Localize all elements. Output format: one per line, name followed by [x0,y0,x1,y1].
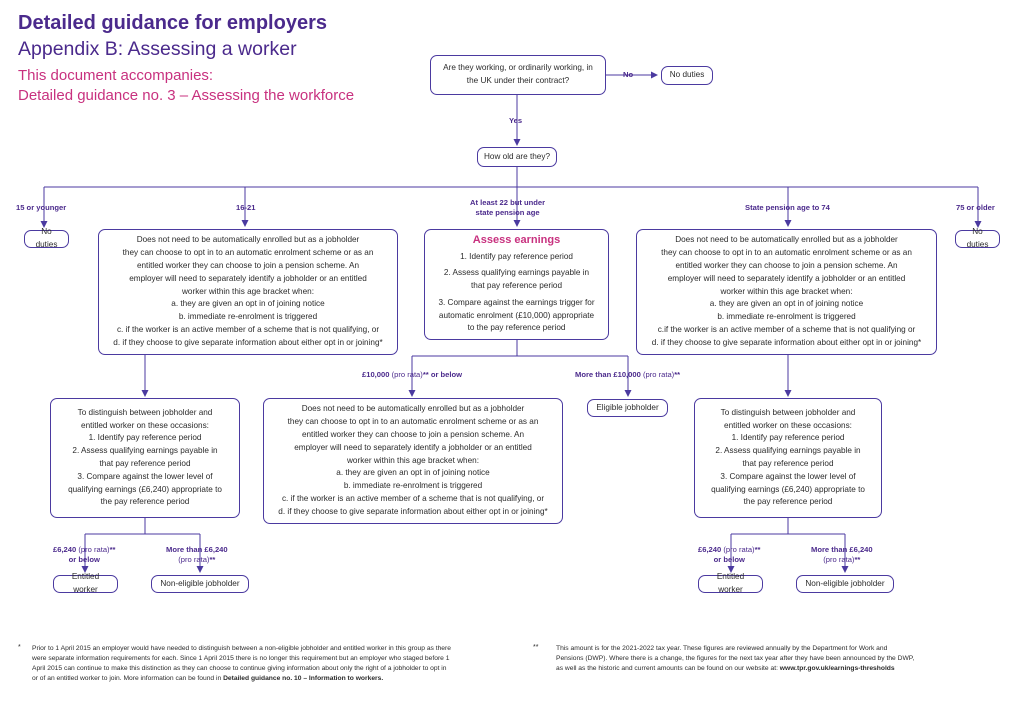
footnote-1: Prior to 1 April 2015 an employer would … [32,645,451,682]
footnote-star-marker: * [18,644,21,651]
label-age-16-21: 16-21 [236,203,256,212]
label-right-high: More than £6,240 (pro rata)** [811,545,873,564]
question-working-uk: Are they working, or ordinarily working,… [430,55,606,95]
label-age-22: At least 22 but under state pension age [470,198,546,217]
label-no: No [623,70,634,79]
no-duties-top: No duties [661,66,713,85]
label-left-low: £6,240 (pro rata)** or below [53,545,116,564]
footnote-1-link[interactable]: Detailed guidance no. 10 – Information t… [223,675,384,682]
eligible-jobholder: Eligible jobholder [587,399,668,417]
label-right-low: £6,240 (pro rata)** or below [698,545,761,564]
distinguish-right: To distinguish between jobholder and ent… [694,398,882,518]
label-under-10k: £10,000 (pro rata)** or below [362,370,463,379]
page-subtitle: Appendix B: Assessing a worker [18,38,297,60]
earnings-thresholds-link[interactable]: www.tpr.gov.uk/earnings-thresholds [779,665,895,672]
box-under-10k: Does not need to be automatically enroll… [263,398,563,524]
footnote-double-star-marker: ** [533,644,539,651]
accompanies-text: This document accompanies: [18,67,214,84]
label-left-high: More than £6,240 (pro rata)** [166,545,228,564]
no-duties-75: No duties [955,227,1000,249]
entitled-worker-left: Entitled worker [53,572,118,594]
label-age-spa: State pension age to 74 [745,203,830,212]
distinguish-left: To distinguish between jobholder and ent… [50,398,240,518]
question-age: How old are they? [477,147,557,167]
assess-earnings-box: Assess earnings 1. Identify pay referenc… [424,229,609,340]
label-age-75: 75 or older [956,203,995,212]
footnote-2: This amount is for the 2021-2022 tax yea… [556,645,915,672]
box-spa-74: Does not need to be automatically enroll… [636,229,937,355]
accompanies-doc[interactable]: Detailed guidance no. 3 – Assessing the … [18,87,355,104]
page-title: Detailed guidance for employers [18,12,327,34]
label-yes: Yes [509,116,523,125]
label-over-10k: More than £10,000 (pro rata)** [575,370,681,379]
non-eligible-right: Non-eligible jobholder [796,575,894,593]
no-duties-15: No duties [24,227,69,249]
non-eligible-left: Non-eligible jobholder [151,575,249,593]
assess-earnings-title: Assess earnings [472,233,561,246]
box-16-21: Does not need to be automatically enroll… [98,229,398,355]
label-age-15: 15 or younger [16,203,67,212]
entitled-worker-right: Entitled worker [698,572,763,594]
